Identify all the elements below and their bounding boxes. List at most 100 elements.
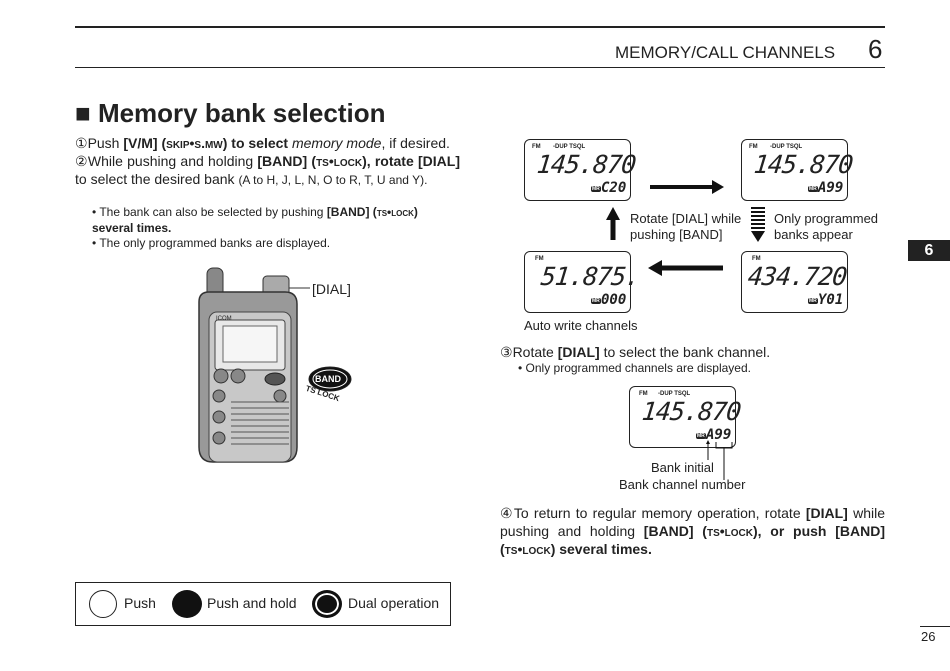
dual-circle-icon [312,590,342,618]
header-rule [75,67,885,68]
step2-text-c: ), rotate [362,153,418,169]
memory-mode-text: memory mode [291,135,382,151]
step4-ts-lock-2: ts•lock [504,541,551,557]
radio-illustration: ICOM [198,267,352,463]
arrow-left-icon [648,260,723,276]
step3-text-a: Rotate [512,344,558,360]
label-rotate: Rotate [DIAL] while pushing [BAND] [630,211,742,242]
step3-dial-key: [DIAL] [557,344,600,360]
step4: ④To return to regular memory operation, … [500,504,885,558]
callout-lines [706,440,733,480]
display-bottom-right: FM 434.720 MR Y01 [741,251,848,313]
channel-readout: C20 [601,180,627,196]
step3-bullet: • Only programmed channels are displayed… [518,361,751,375]
flow-arrows [606,180,765,276]
dup-tsql-indicator: -DUP TSQL [553,144,586,150]
step4-text-f: ) several times. [550,541,652,557]
section-title: ■ Memory bank selection [75,98,385,129]
step4-paren-1: ( [693,523,707,539]
step1-text-a: Push [87,135,124,151]
frequency-readout: 145.870 [640,397,742,426]
square-bullet-icon: ■ [75,98,98,128]
step4-ts-lock-1: ts•lock [706,523,753,539]
side-tab: 6 [908,240,950,261]
dial-label: [DIAL] [312,281,351,297]
arrow-right-icon [650,180,724,194]
step3-number: ③ [500,344,513,360]
chapter-number: 6 [868,34,883,64]
fm-indicator: FM [532,144,541,150]
step1-number: ① [75,135,88,151]
fm-indicator: FM [535,256,544,262]
page-number: 26 [921,629,936,644]
step2-text-d: to select the desired bank [75,171,239,187]
legend-push-hold: Push and hold [207,595,297,611]
dup-tsql-indicator: -DUP TSQL [658,391,691,397]
step4-dial-key: [DIAL] [805,505,848,521]
display-top-right: FM -DUP TSQL 145.870 MR A99 [741,139,854,201]
display-single: FM -DUP TSQL 145.870 MR A99 [629,386,742,448]
step3: ③Rotate [DIAL] to select the bank channe… [500,344,770,361]
dial-key: [DIAL] [418,153,460,169]
ts-lock-sub: ts•lock [316,153,363,169]
bullet1-text-a: • The bank can also be selected by pushi… [92,205,327,219]
step4-text-d: ), or push [753,523,836,539]
step1-text-d: , if desired. [381,135,450,151]
step1: ①Push [V/M] (skip•s.mw) to select memory… [75,134,460,152]
legend-box: Push Push and hold Dual operation [75,582,451,626]
fm-indicator: FM [752,256,761,262]
step1-paren-open: ( [157,135,167,151]
band-button-label: BAND [315,374,341,384]
step4-text-b: while pushing and holding [500,505,885,539]
chapter-title: MEMORY/CALL CHANNELS [615,43,836,62]
legend-dual: Dual operation [348,595,440,611]
skip-smw-sub: skip•s.mw [166,135,223,151]
push-circle-icon [89,590,117,618]
fm-indicator: FM [639,391,648,397]
fm-indicator: FM [749,144,758,150]
step4-text-a: To return to regular memory operation, r… [513,505,806,521]
bullet2: • The only programmed banks are displaye… [92,236,331,250]
label-bank-initial: Bank initial [651,460,714,475]
side-tab-number: 6 [924,242,934,259]
step2-paren-open: ( [307,153,317,169]
bank-list: (A to H, J, L, N, O to R, T, U and Y). [238,173,428,187]
band-key: [BAND] [257,153,308,169]
display-top-left: FM -DUP TSQL 145.870 MR C20 [524,139,637,201]
step3-text-b: to select the bank channel. [599,344,771,360]
bullet1: • The bank can also be selected by pushi… [92,204,462,236]
step4-number: ④ [500,505,514,521]
mr-indicator: MR [591,298,601,304]
step2: ②While pushing and holding [BAND] (ts•lo… [75,152,460,189]
label-bank-channel-number: Bank channel number [619,477,746,492]
bullet1-ts-lock: ts•lock [376,205,414,219]
step4-band-key: [BAND] [643,523,694,539]
step4-band-key-2: [BAND] [835,523,885,539]
mr-indicator: MR [591,186,601,192]
channel-readout: A99 [818,180,844,196]
mr-indicator: MR [696,433,706,439]
vm-key: [V/M] [123,135,158,151]
top-rule [75,26,885,28]
arrow-up-icon [606,207,620,240]
svg-text:ICOM: ICOM [216,316,232,322]
bullet1-band-key: [BAND] [326,205,370,219]
mr-indicator: MR [808,298,818,304]
dup-tsql-indicator: -DUP TSQL [770,144,803,150]
channel-readout: 000 [601,292,627,308]
label-auto-write: Auto write channels [524,318,638,333]
footer-rule [920,626,950,627]
dashed-arrow-down-icon [751,207,765,242]
push-hold-circle-icon [172,590,202,618]
bullet1-paren: ( [369,205,377,219]
display-bottom-left: FM 51.875. MR 000 [524,251,641,313]
legend-push: Push [124,595,156,611]
step1-text-c: ) to select [222,135,292,151]
step4-paren-2: ( [500,541,505,557]
channel-readout: A99 [706,427,732,443]
section-title-text: Memory bank selection [97,98,386,128]
step2-number: ② [75,153,88,169]
channel-readout: Y01 [818,292,844,308]
label-only-programmed: Only programmed banks appear [774,211,879,242]
bullet1-text-c: ) several times. [92,205,418,235]
